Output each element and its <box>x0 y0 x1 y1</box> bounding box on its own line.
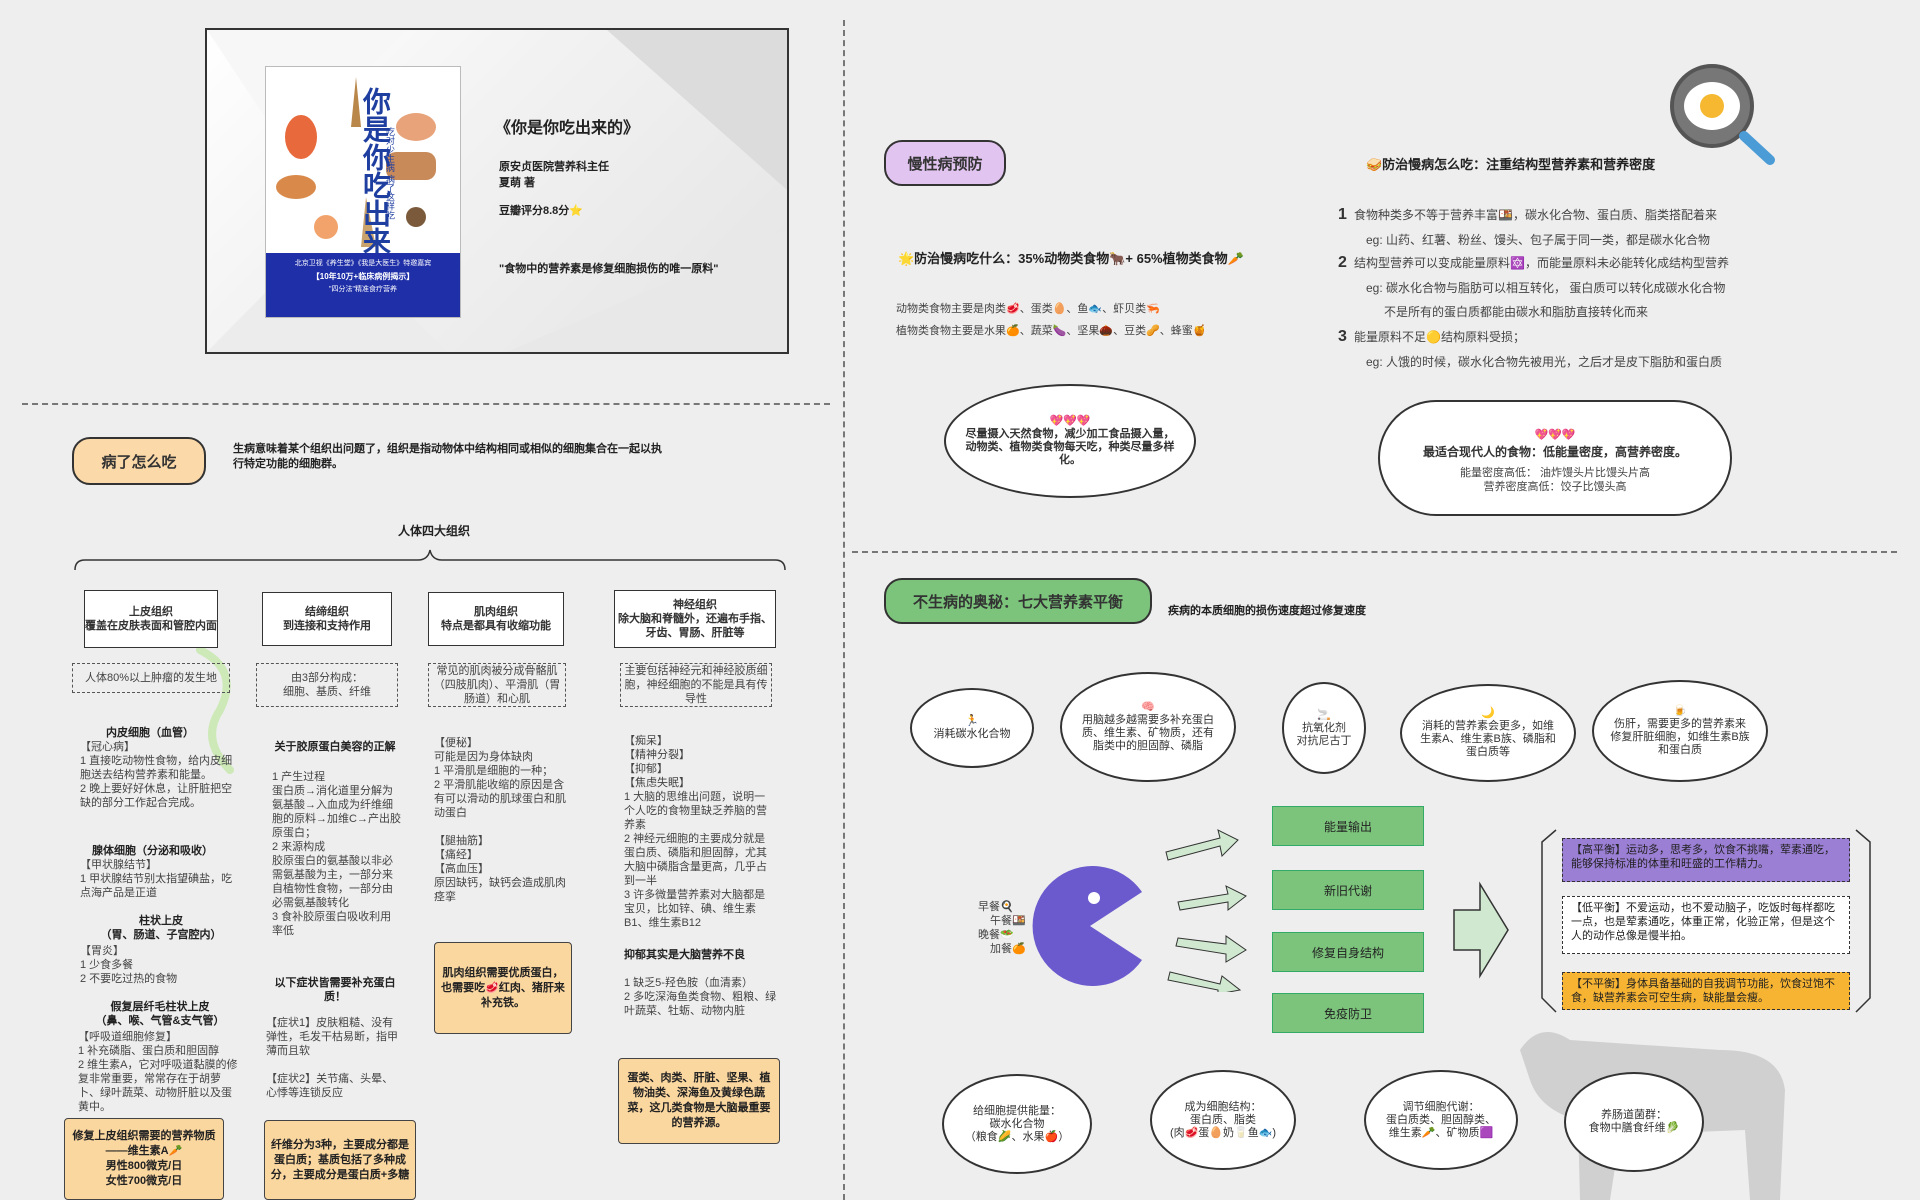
cover-band-line3: "四分法"精准食疗营养 <box>329 286 397 293</box>
func-metabolism: 新旧代谢 <box>1272 870 1424 910</box>
chronic-animal: 动物类食物主要是肉类🥩、蛋类🥚、鱼🐟、虾贝类🦐 <box>896 303 1160 315</box>
book-panel: 你是你吃出来的 吃对少生病 病了这样吃 北京卫视《养生堂》《我是大医生》特邀嘉宾… <box>205 28 789 354</box>
pacman-icon <box>1032 866 1142 986</box>
chronic-bubble-1: 💖💖💖 尽量摄入天然食物，减少加工食品摄入量，动物类、植物类食物每天吃，种类尽量… <box>944 384 1196 498</box>
book-author-1: 原安贞医院营养科主任 <box>499 161 609 173</box>
cover-band-line2: 【10年10万+临床病例揭示】 <box>311 272 415 281</box>
tissue-epithelial: 上皮组织 覆盖在皮肤表面和管腔内面 <box>84 590 218 648</box>
nerve-h2: 抑郁其实是大脑营养不良 <box>624 949 745 961</box>
nerve-summary: 蛋类、肉类、肝脏、坚果、植物油类、深海鱼及黄绿色蔬菜，这几类食物是大脑最重要的营… <box>618 1058 780 1144</box>
tissue-nerve: 神经组织 除大脑和脊髓外，还遍布手指、牙齿、胃肠、肝脏等 <box>614 590 776 648</box>
chronic-line-1: 食物种类多不等于营养丰富🍱，碳水化合物、蛋白质、脂类搭配着来 <box>1354 208 1717 222</box>
epi-p3: 【胃炎】 1 少食多餐 2 不要吃过热的食物 <box>80 945 178 985</box>
bubble-brain: 🧠 用脑越多越需要多补充蛋白质、维生素、矿物质，还有脂类中的胆固醇、磷脂 <box>1060 672 1236 782</box>
book-author-2: 夏萌 著 <box>499 177 536 189</box>
epi-p1: 【冠心病】 1 直接吃动物性食物，给内皮细胞送去结构营养素和能量。 2 晚上要好… <box>80 741 233 809</box>
conn-p1: 1 产生过程 蛋白质→消化道里分解为氨基酸→入血成为纤维细胞的原料→加维C→产出… <box>272 771 401 937</box>
fried-egg-magnifier-icon <box>1670 64 1775 165</box>
connective-note: 由3部分构成： 细胞、基质、纤维 <box>256 663 398 707</box>
tree-brace <box>74 549 786 571</box>
chronic-num-2: 2 <box>1338 254 1347 271</box>
chronic-eg-3: eg: 人饿的时候，碳水化合物先被用光，之后才是皮下脂肪和蛋白质 <box>1366 355 1723 369</box>
bubble-night: 🌙 消耗的营养素会更多，如维生素A、维生素B族、磷脂和蛋白质等 <box>1400 684 1576 782</box>
chronic-bubble-2: 💖💖💖 最适合现代人的食物：低能量密度，高营养密度。 能量密度高低： 油炸馒头片… <box>1378 400 1732 516</box>
cover-band-line1: 北京卫视《养生堂》《我是大医生》特邀嘉宾 <box>294 260 432 267</box>
bubble-energy-source: 给细胞提供能量： 碳水化合物 （粮食🌽、水果🍎） <box>942 1074 1092 1174</box>
nerve-note: 主要包括神经元和神经胶质细胞，神经细胞的不能是具有传导性 <box>620 663 772 707</box>
bubble-regulate-source: 调节细胞代谢： 蛋白质类、胆固醇类、 维生素🥕、矿物质🟪 <box>1364 1070 1518 1170</box>
chronic-eg-2b: 不是所有的蛋白质都能由碳水和脂肪直接转化而来 <box>1384 305 1649 319</box>
balance-high: 【高平衡】运动多，思考多，饮食不挑嘴，荤素通吃，能够保持标准的体重和旺盛的工作精… <box>1562 838 1850 882</box>
sick-desc: 生病意味着某个组织出问题了，组织是指动物体中结构相同或相似的细胞集合在一起以执行… <box>233 443 662 470</box>
chronic-how: 🥪防治慢病怎么吃：注重结构型营养素和营养密度 <box>1366 157 1656 172</box>
bubble2-body: 能量密度高低： 油炸馒头片比馒头片高 营养密度高低：饺子比馒头高 <box>1459 467 1651 493</box>
divider-left <box>22 403 830 405</box>
epi-h3: 柱状上皮 （胃、肠道、子宫腔内） <box>100 915 222 941</box>
tree-title: 人体四大组织 <box>398 524 471 538</box>
book-quote: "食物中的营养素是修复细胞损伤的唯一原料" <box>499 263 719 275</box>
epi-h4: 假复层纤毛柱状上皮 （鼻、喉、气管&支气管） <box>95 1001 225 1027</box>
tissue-connective: 结缔组织 到连接和支持作用 <box>262 592 392 646</box>
big-arrow-right <box>1453 881 1509 979</box>
epithelial-note: 人体80%以上肿瘤的发生地 <box>72 663 230 693</box>
meal-lunch: 午餐🍱 <box>990 915 1026 927</box>
epi-h2: 腺体细胞（分泌和吸收） <box>92 845 213 857</box>
sick-pill: 病了怎么吃 <box>72 437 206 485</box>
nerve-p2: 1 缺乏5-羟色胺（血清素） 2 多吃深海鱼类食物、粗粮、绿叶蔬菜、牡蛎、动物内… <box>624 977 777 1017</box>
meals-list: 早餐🍳 午餐🍱 晚餐🥗 加餐🍊 <box>978 900 1026 956</box>
chronic-what: 🌟防治慢病吃什么：35%动物类食物🐂+ 65%植物类食物🥕 <box>898 251 1244 266</box>
bubble-structure-source: 成为细胞结构： 蛋白质、脂类 (肉🥩蛋🥚奶🥛鱼🐟) <box>1150 1070 1296 1170</box>
epi-summary: 修复上皮组织需要的营养物质——维生素A🥕 男性800微克/日 女性700微克/日 <box>64 1118 224 1200</box>
func-energy: 能量输出 <box>1272 806 1424 846</box>
arrows-to-functions <box>1165 829 1247 992</box>
cover-subtitle: 吃对少生病 病了这样吃 <box>385 127 395 220</box>
chronic-eg-1: eg: 山药、红薯、粉丝、馒头、包子属于同一类，都是碳水化合物 <box>1366 233 1711 247</box>
cover-title: 你是你吃出来的 <box>360 87 391 283</box>
epi-h1: 内皮细胞（血管） <box>106 727 194 739</box>
balance-none: 【不平衡】身体具备基础的自我调节功能，饮食过饱不食，缺营养素会可空生病，缺能量会… <box>1562 972 1850 1010</box>
chronic-line-2: 结构型营养可以变成能量原料🔯，而能量原料未必能转化成结构型营养 <box>1354 256 1729 270</box>
meal-breakfast: 早餐🍳 <box>978 901 1014 913</box>
book-title: 《你是你吃出来的》 <box>495 120 640 137</box>
nutrition-pill: 不生病的奥秘：七大营养素平衡 <box>884 578 1152 624</box>
bubble-exercise: 🏃 消耗碳水化合物 <box>910 688 1034 768</box>
epi-p2: 【甲状腺结节】 1 甲状腺结节别太指望碘盐，吃点海产品是正道 <box>80 859 233 899</box>
tissue-muscle: 肌肉组织 特点是都具有收缩功能 <box>428 592 564 646</box>
nutrition-desc: 疾病的本质细胞的损伤速度超过修复速度 <box>1168 605 1366 617</box>
epi-p4: 【呼吸道细胞修复】 1 补充磷脂、蛋白质和胆固醇 2 维生素A，它对呼吸道黏膜的… <box>78 1031 238 1113</box>
func-immune: 免疫防卫 <box>1272 993 1424 1033</box>
balance-low: 【低平衡】不爱运动，也不爱动脑子，吃饭时每样都吃一点，也是荤素通吃，体重正常，化… <box>1562 896 1850 954</box>
conn-summary: 纤维分为3种，主要成分都是蛋白质；基质包括了多种成分，主要成分是蛋白质+多糖 <box>264 1120 416 1200</box>
chronic-eg-2: eg: 碳水化合物与脂肪可以相互转化， 蛋白质可以转化成碳水化合物 <box>1366 281 1726 295</box>
muscle-p1: 【便秘】 可能是因为身体缺肉 1 平滑肌是细胞的一种； 2 平滑肌能收缩的原因是… <box>434 737 566 903</box>
func-repair: 修复自身结构 <box>1272 932 1424 972</box>
book-cover: 你是你吃出来的 吃对少生病 病了这样吃 北京卫视《养生堂》《我是大医生》特邀嘉宾… <box>265 66 461 318</box>
meal-dinner: 晚餐🥗 <box>978 929 1014 941</box>
bubble-gut-source: 养肠道菌群： 食物中膳食纤维🥬 <box>1564 1072 1704 1172</box>
conn-h2: 以下症状皆需要补充蛋白质！ <box>274 977 396 1003</box>
chronic-plant: 植物类食物主要是水果🍊、蔬菜🍆、坚果🌰、豆类🥜、蜂蜜🍯 <box>896 325 1207 337</box>
divider-right <box>852 551 1897 553</box>
bubble-alcohol: 🍺 伤肝，需要更多的营养素来修复肝脏细胞，如维生素B族和蛋白质 <box>1592 680 1768 782</box>
bubble2-title: 最适合现代人的食物：低能量密度，高营养密度。 <box>1422 445 1687 459</box>
conn-h1: 关于胶原蛋白美容的正解 <box>274 741 396 753</box>
chronic-line-3: 能量原料不足🟡结构原料受损； <box>1354 330 1525 344</box>
right-bracket-frame <box>1541 829 1871 1013</box>
cover-band: 北京卫视《养生堂》《我是大医生》特邀嘉宾 【10年10万+临床病例揭示】 "四分… <box>266 253 460 317</box>
chronic-num-3: 3 <box>1338 328 1347 345</box>
conn-p2: 【症状1】皮肤粗糙、没有弹性，毛发干枯易断，指甲薄而且软 【症状2】关节痛、头晕… <box>266 1017 398 1099</box>
muscle-note: 常见的肌肉被分成骨骼肌（四肢肌肉）、平滑肌（胃肠道）和心肌 <box>428 663 566 707</box>
cover-illustration <box>276 77 436 247</box>
meal-snack: 加餐🍊 <box>990 943 1026 955</box>
book-rating: 豆瓣评分8.8分⭐ <box>499 205 583 217</box>
chronic-num-1: 1 <box>1338 206 1347 223</box>
chronic-pill: 慢性病预防 <box>884 140 1006 186</box>
muscle-summary: 肌肉组织需要优质蛋白，也需要吃🥩红肉、猪肝来补充铁。 <box>434 942 572 1034</box>
bubble-smoking: 🚬 抗氧化剂 对抗尼古丁 <box>1282 682 1366 774</box>
bubble2-hearts: 💖💖💖 <box>1534 429 1576 441</box>
divider-vertical <box>843 20 845 1200</box>
nerve-p1: 【痴呆】 【精神分裂】 【抑郁】 【焦虑失眠】 1 大脑的思维出问题，说明一个人… <box>624 735 767 929</box>
